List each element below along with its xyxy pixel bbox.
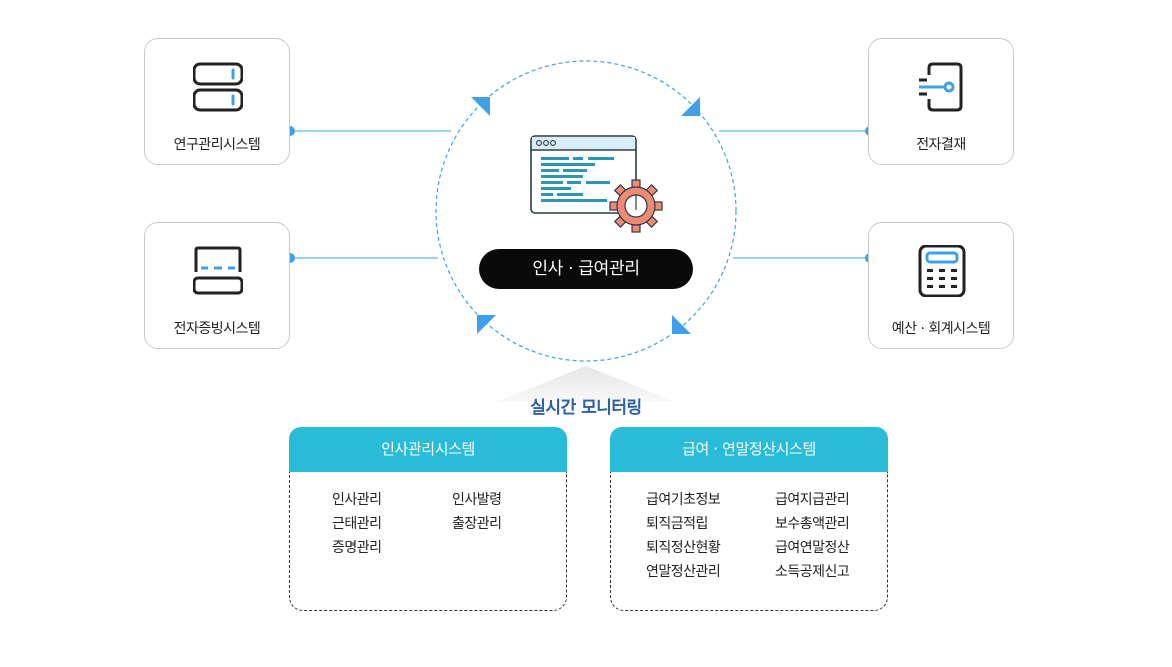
- window-gear-icon: [530, 135, 663, 233]
- list-item: 급여연말정산: [775, 540, 850, 556]
- list-item: 인사발령: [452, 492, 502, 508]
- monitoring-arrow: [496, 366, 676, 415]
- cycle-arrow-bottom-left: [477, 315, 496, 334]
- list-item: 급여기초정보: [646, 492, 721, 508]
- node-research-label: 연구관리시스템: [173, 137, 261, 153]
- hr-col-1: 인사관리 근태관리 증명관리: [332, 488, 382, 560]
- cycle-arrow-bottom-right: [672, 315, 691, 334]
- list-item: 퇴직금적립: [646, 516, 708, 532]
- node-budget-system[interactable]: 예산 · 회계시스템: [868, 222, 1014, 349]
- node-evidence-system[interactable]: 전자증빙시스템: [144, 222, 290, 349]
- list-item: 소득공제신고: [775, 564, 850, 580]
- cycle-arrow-top-right: [681, 97, 700, 116]
- payroll-col-1: 급여기초정보 퇴직금적립 퇴직정산현황 연말정산관리: [646, 488, 721, 584]
- calculator-icon: [918, 245, 966, 297]
- list-item: 출장관리: [452, 516, 502, 532]
- cycle-circle: [435, 60, 737, 362]
- node-budget-label: 예산 · 회계시스템: [891, 321, 991, 337]
- node-approval-label: 전자결재: [916, 137, 966, 153]
- document-approval-icon: [919, 62, 963, 112]
- list-item: 급여지급관리: [775, 492, 850, 508]
- list-item: 증명관리: [332, 540, 382, 556]
- hr-system-body: 인사관리 근태관리 증명관리 인사발령 출장관리: [289, 472, 567, 611]
- center-title-pill: 인사 · 급여관리: [479, 249, 693, 289]
- monitoring-label: 실시간 모니터링: [530, 398, 642, 418]
- scanner-icon: [193, 246, 243, 295]
- payroll-system-title: 급여 · 연말정산시스템: [610, 427, 888, 472]
- list-item: 연말정산관리: [646, 564, 721, 580]
- list-item: 보수총액관리: [775, 516, 850, 532]
- node-research-system[interactable]: 연구관리시스템: [144, 38, 290, 165]
- list-item: 인사관리: [332, 492, 382, 508]
- server-icon: [193, 62, 243, 112]
- hr-system-title: 인사관리시스템: [289, 427, 567, 472]
- node-evidence-label: 전자증빙시스템: [173, 321, 261, 337]
- payroll-system-box: 급여 · 연말정산시스템 급여기초정보 퇴직금적립 퇴직정산현황 연말정산관리 …: [610, 427, 888, 611]
- hr-system-box: 인사관리시스템 인사관리 근태관리 증명관리 인사발령 출장관리: [289, 427, 567, 611]
- payroll-system-body: 급여기초정보 퇴직금적립 퇴직정산현황 연말정산관리 급여지급관리 보수총액관리…: [610, 472, 888, 611]
- cycle-arrow-top-left: [471, 97, 490, 116]
- node-approval-system[interactable]: 전자결재: [868, 38, 1014, 165]
- hr-col-2: 인사발령 출장관리: [452, 488, 502, 536]
- list-item: 퇴직정산현황: [646, 540, 721, 556]
- payroll-col-2: 급여지급관리 보수총액관리 급여연말정산 소득공제신고: [775, 488, 850, 584]
- list-item: 근태관리: [332, 516, 382, 532]
